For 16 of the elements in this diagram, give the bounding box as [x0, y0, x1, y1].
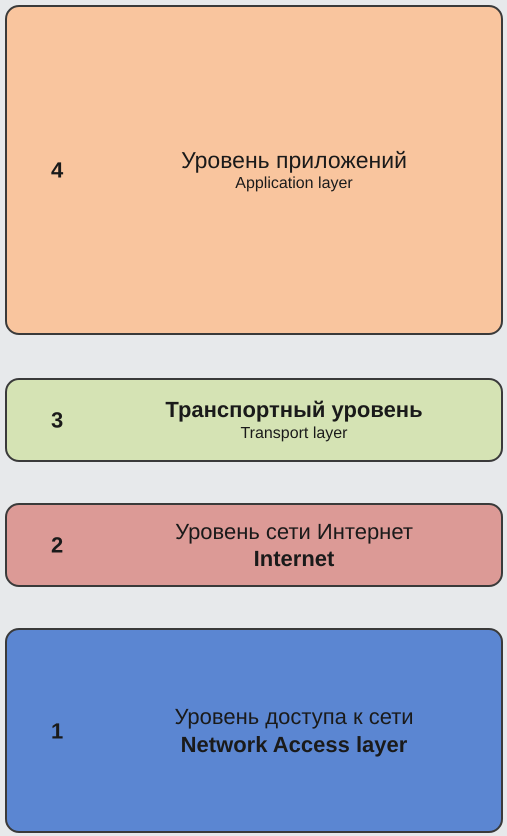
layer-name: Уровень сети Интернет — [175, 518, 413, 545]
layer-number: 2 — [51, 532, 64, 560]
layer-box — [5, 378, 503, 462]
layer-name: Уровень доступа к сети — [174, 703, 414, 730]
layer-number: 3 — [51, 406, 64, 434]
layer-box — [5, 503, 503, 587]
layer-subtitle: Application layer — [235, 174, 353, 194]
layer-subtitle: Internet — [254, 545, 334, 572]
layer-subtitle: Network Access layer — [180, 730, 408, 758]
layer-name: Транспортный уровень — [165, 396, 423, 424]
layer-subtitle: Transport layer — [240, 424, 348, 444]
layer-box — [5, 628, 503, 833]
layer-box — [5, 5, 503, 335]
layer-number: 1 — [51, 717, 64, 745]
layer-number: 4 — [51, 156, 64, 184]
layer-name: Уровень приложений — [181, 146, 407, 174]
